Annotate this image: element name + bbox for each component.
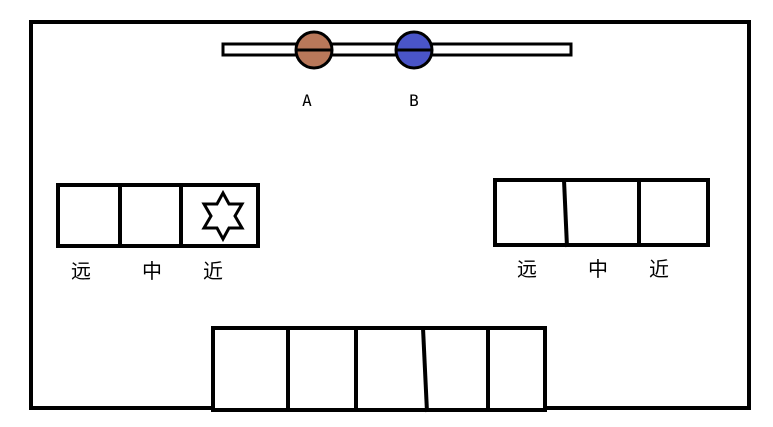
right-label-far: 远: [517, 257, 537, 281]
ball-a-label: A: [302, 91, 312, 110]
bottom-box: [211, 326, 547, 413]
ball-a: [294, 30, 334, 70]
left-label-far: 远: [71, 259, 91, 283]
right-box: [493, 178, 710, 248]
left-box: [56, 183, 260, 248]
star-icon: [201, 189, 245, 243]
right-label-near: 近: [649, 257, 669, 281]
right-box-outline: [493, 178, 710, 247]
left-label-near: 近: [203, 259, 223, 283]
right-label-mid: 中: [588, 257, 608, 281]
bottom-box-outline: [211, 326, 547, 412]
bottom-box-divider-3: [421, 327, 429, 413]
ball-b-label: B: [409, 91, 419, 110]
right-box-divider-1: [562, 179, 569, 248]
ball-b: [394, 30, 434, 70]
left-label-mid: 中: [142, 259, 162, 283]
